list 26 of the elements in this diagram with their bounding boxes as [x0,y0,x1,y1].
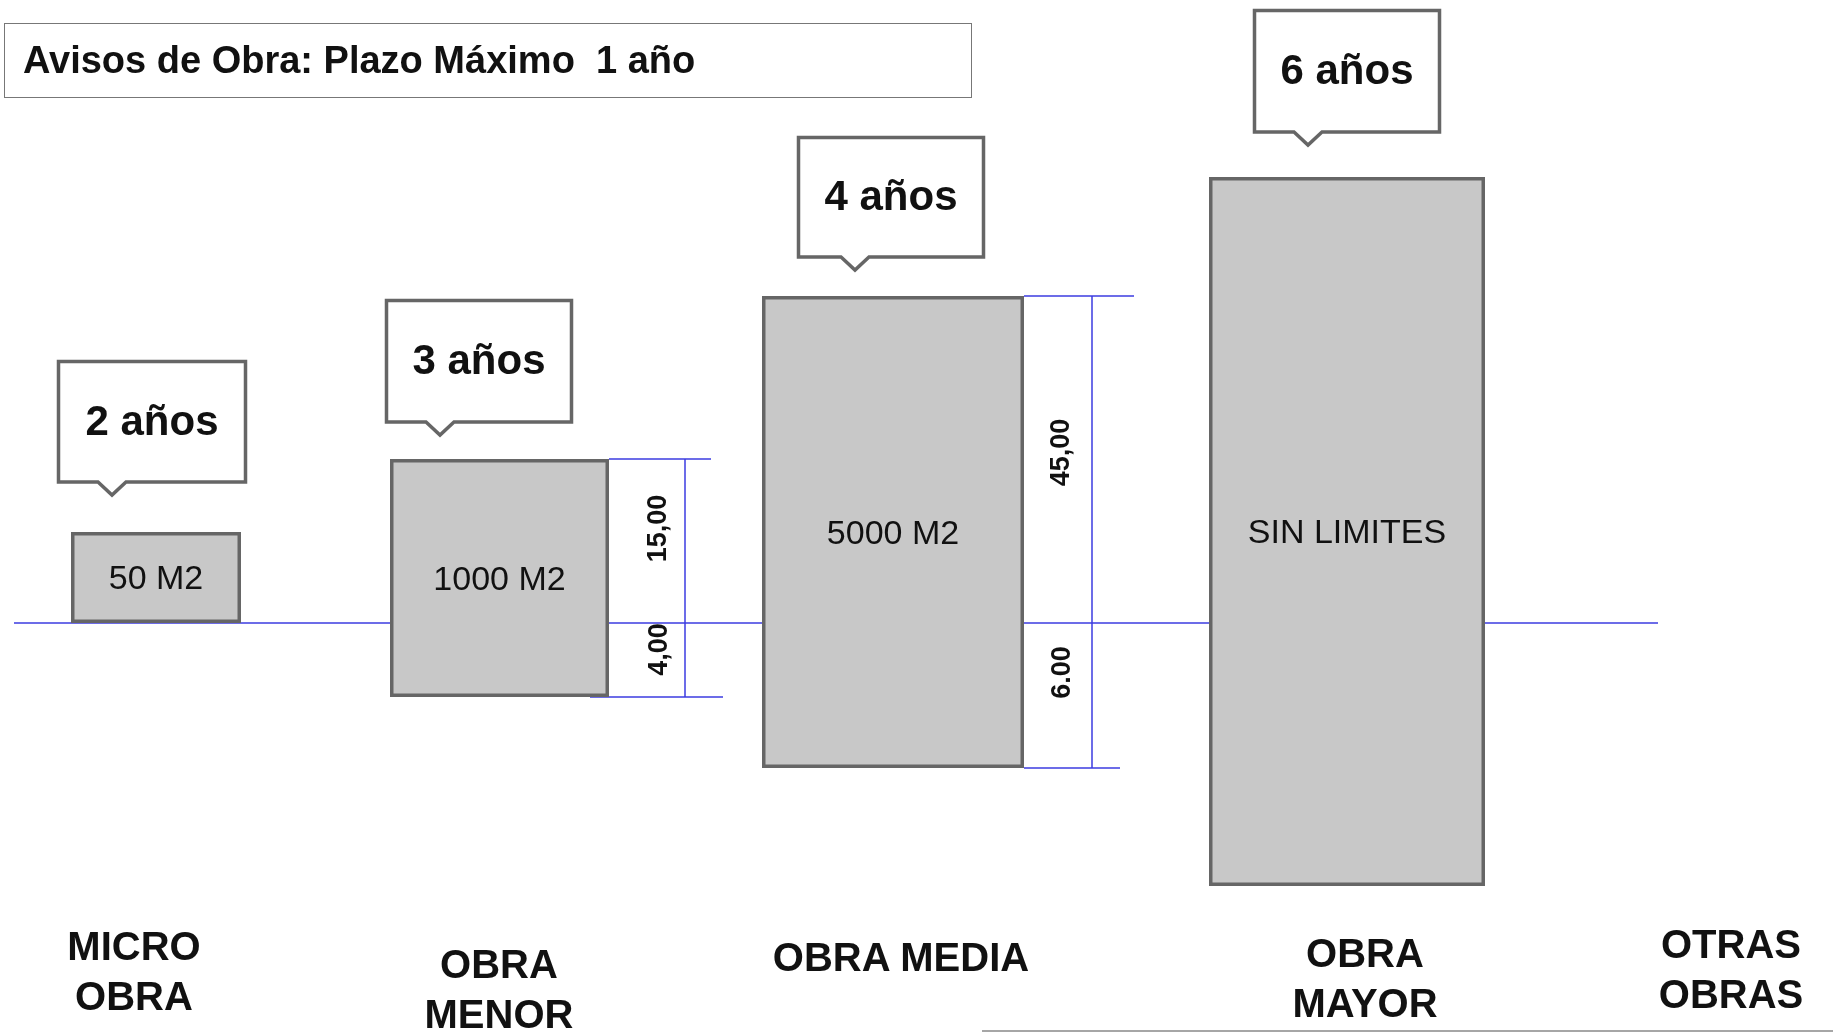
category-label: MICRO OBRA [66,923,202,1020]
category-label: OBRA MAYOR [1291,930,1439,1027]
area-label: SIN LIMITES [1246,511,1448,552]
dimension-value: 4,00 [642,622,674,676]
dimension-value: 6.00 [1045,645,1077,699]
area-box [1209,177,1485,886]
area-box [762,296,1024,768]
duration-label: 4 años [823,171,959,222]
duration-label: 3 años [411,335,547,386]
dimension-value: 45,00 [1045,418,1077,486]
duration-label: 6 años [1279,45,1415,96]
duration-label: 2 años [84,395,220,446]
area-box [390,459,609,697]
category-label: OTRAS OBRAS [1657,921,1805,1018]
title-banner: Avisos de Obra: Plazo Máximo 1 año [4,23,972,98]
area-label: 1000 M2 [432,557,567,599]
area-label: 5000 M2 [825,511,961,553]
speech-callout [1253,9,1441,147]
speech-callout [797,136,985,272]
area-box [71,532,241,623]
dimension-value: 15,00 [642,494,674,562]
speech-callout [385,299,573,437]
category-label: OBRA MENOR [423,941,575,1033]
speech-callout [57,360,247,497]
category-label: OBRA MEDIA [771,934,1031,981]
area-label: 50 M2 [107,557,205,598]
